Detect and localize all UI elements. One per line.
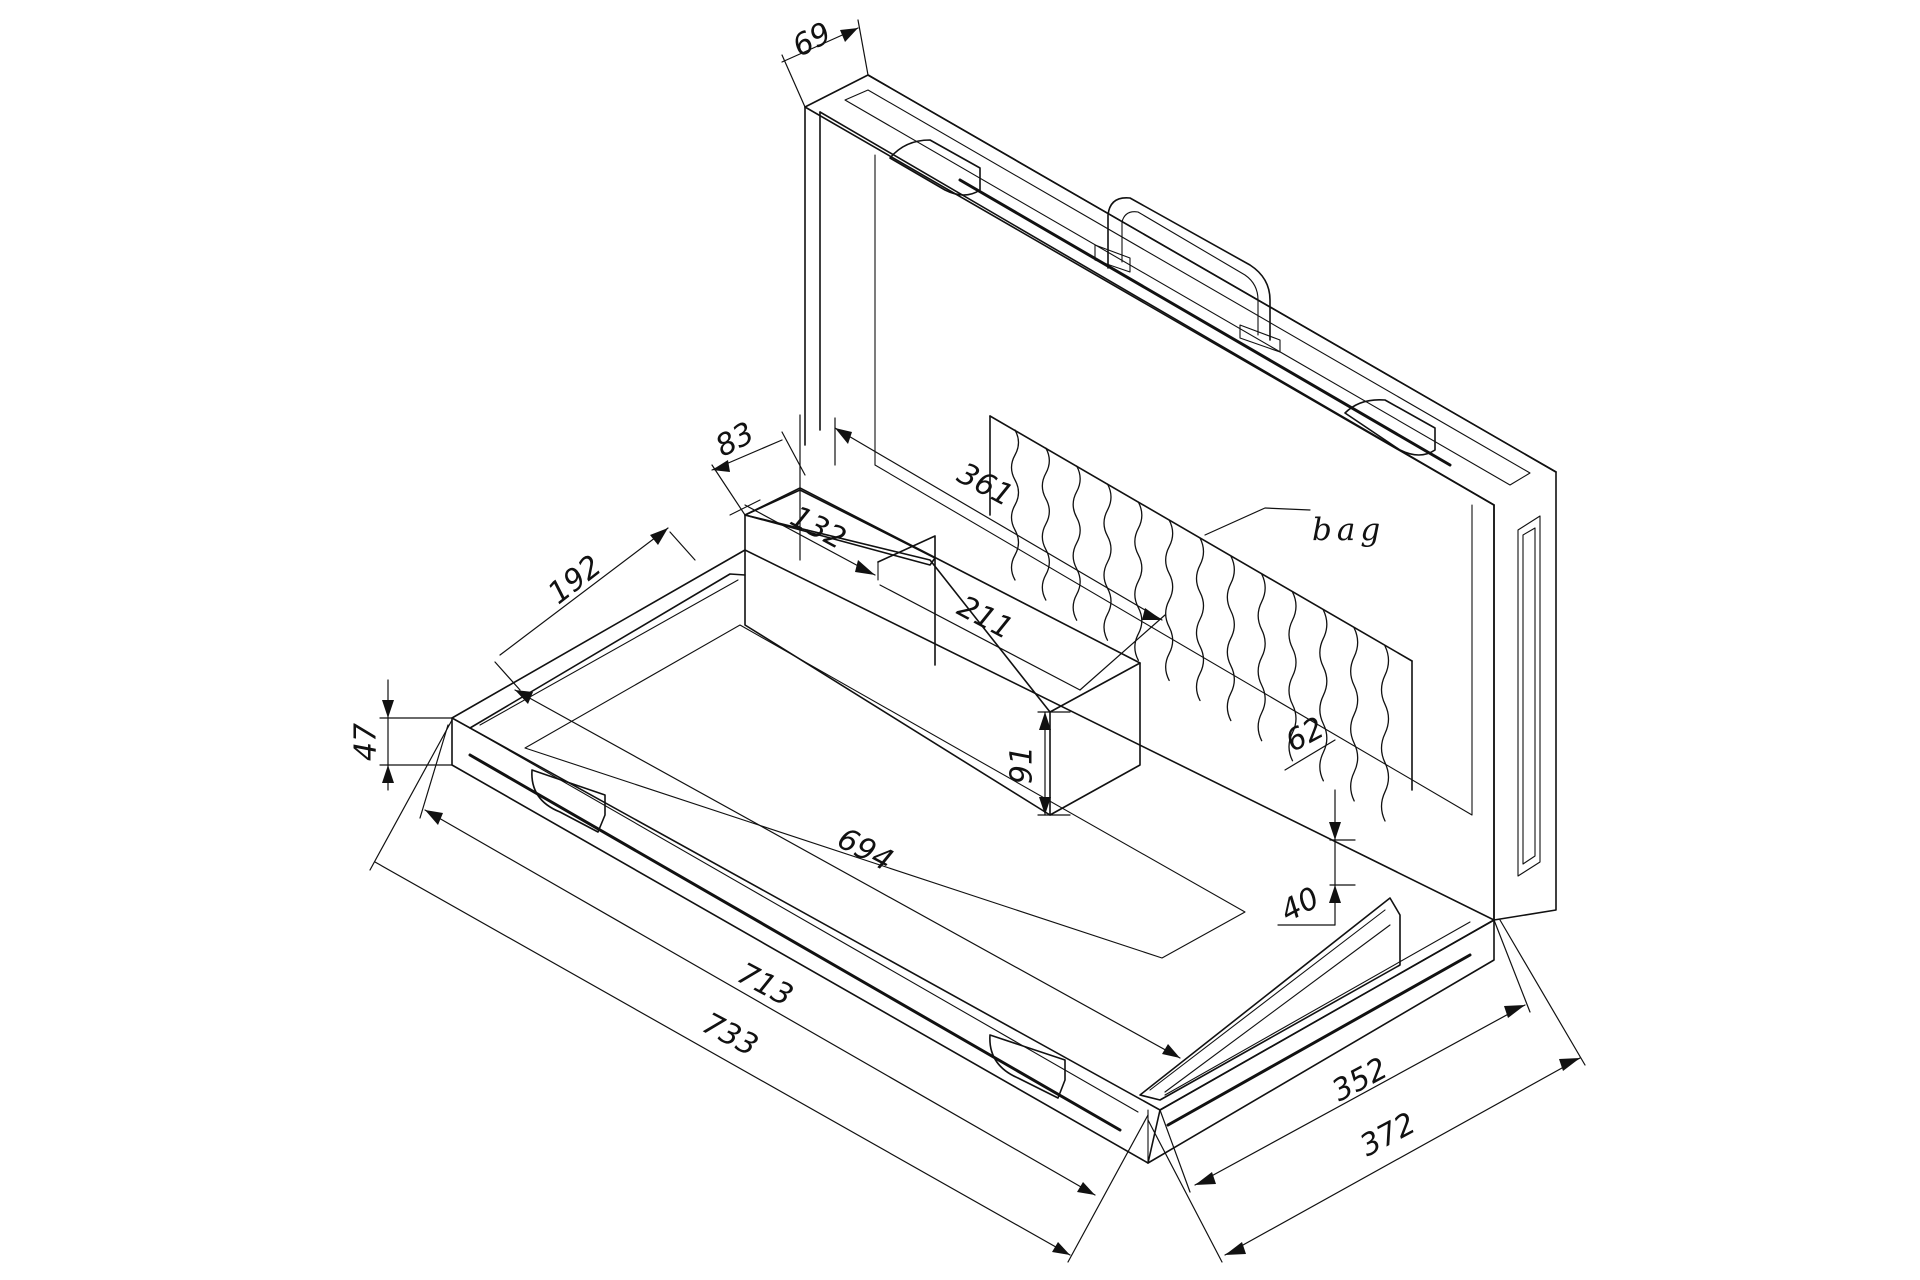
dim-lid-inner-width: 361 xyxy=(952,456,1019,514)
base-wedge-lines-2 xyxy=(1164,924,1391,1093)
dim-tray-depth: 83 xyxy=(710,416,760,465)
dim-overall-width: 372 xyxy=(1355,1106,1422,1164)
dimension-lines xyxy=(369,19,1586,1263)
base-front-inner-line xyxy=(469,727,1139,1113)
bag-callout-label: bag xyxy=(1312,512,1385,548)
dimension-arrows xyxy=(382,28,1580,1255)
base-wedge-lines xyxy=(1149,909,1386,1091)
base-right-face xyxy=(1147,919,1495,1164)
base-wedge xyxy=(1139,897,1401,1101)
bag-pleat xyxy=(1010,429,1020,581)
tray-box-front xyxy=(1049,662,1141,816)
dim-compartment-height: 91 xyxy=(1005,746,1040,784)
bag-pleat xyxy=(1380,645,1390,822)
base-floor xyxy=(524,624,1246,959)
lid-hinge-rail xyxy=(958,178,1452,467)
bag-pleat xyxy=(1134,501,1143,661)
lid-inner-panel-bottom xyxy=(874,464,1473,816)
bag-pleat xyxy=(1041,447,1050,601)
dim-tray-compartment-length: 211 xyxy=(952,589,1019,647)
bag-pleats xyxy=(1010,429,1390,822)
base-latch-left xyxy=(531,769,606,833)
lid xyxy=(804,74,1557,921)
dim-left-rim-height: 47 xyxy=(349,723,384,761)
dim-tray-inner-width: 132 xyxy=(785,499,852,557)
handle-outer xyxy=(1107,197,1271,341)
bag-pleat xyxy=(1319,609,1328,782)
base-right-rail xyxy=(1166,953,1472,1127)
base-inner-left-wall xyxy=(469,573,746,729)
lid-latch-right xyxy=(1344,398,1436,456)
bag-pleat xyxy=(1226,555,1235,722)
handle xyxy=(1094,197,1281,353)
bag-pleat xyxy=(1257,573,1266,742)
bag-pleat xyxy=(1072,465,1081,621)
dim-tray-side-length: 192 xyxy=(542,549,609,612)
lid-side-slot-inner xyxy=(1522,527,1536,865)
base-front-face xyxy=(451,717,1161,1164)
bag-pleat xyxy=(1103,483,1112,641)
lid-latch-left xyxy=(889,139,981,196)
lid-inner-back-line xyxy=(819,111,1495,506)
dim-right-rim-height: 40 xyxy=(1275,881,1325,930)
base-right-inner-line xyxy=(1164,921,1471,1096)
base-front-rail xyxy=(468,753,1122,1132)
handle-base-left xyxy=(1094,244,1131,273)
lid-side-slot xyxy=(1517,515,1541,877)
dim-pocket-depth: 62 xyxy=(1280,711,1330,760)
handle-base-right xyxy=(1239,324,1281,353)
lid-outer-frame xyxy=(804,74,1557,921)
bag xyxy=(989,415,1413,822)
tray-left-rim xyxy=(729,499,761,516)
base-inner-rim xyxy=(479,579,739,726)
lid-top-edge xyxy=(867,74,1557,473)
tray-divider xyxy=(877,535,936,666)
bag-pleat xyxy=(1350,627,1359,802)
tray-box-left-wall xyxy=(744,514,1051,816)
dim-overall-length: 733 xyxy=(697,1006,764,1064)
bag-top-edge xyxy=(989,415,1413,662)
base-latch-right xyxy=(989,1034,1066,1099)
lid-top-strip xyxy=(844,89,1531,486)
compartment-tray xyxy=(729,487,1141,816)
bag-pleat xyxy=(1195,537,1205,702)
handle-inner xyxy=(1121,211,1259,336)
dim-base-width: 352 xyxy=(1327,1051,1394,1109)
dim-lid-depth: 69 xyxy=(787,16,837,65)
bag-pleat xyxy=(1288,591,1297,762)
bag-pleat xyxy=(1165,519,1174,682)
